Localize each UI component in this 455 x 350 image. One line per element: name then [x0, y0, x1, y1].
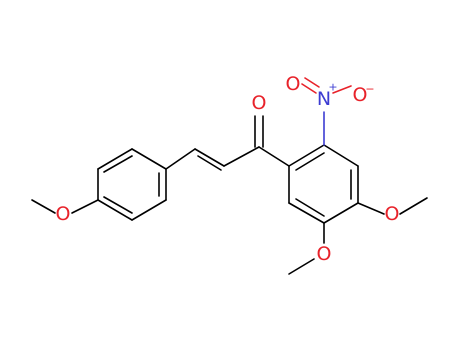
left-ring-bond-3: [131, 148, 167, 170]
right-ring-bond-1: [288, 144, 325, 167]
nitro-group: N + O O −: [286, 73, 375, 146]
right-ring-inner-bond-1: [295, 152, 325, 171]
alkene-bond-inner: [197, 155, 222, 171]
bond-o-right-to-methyl: [399, 197, 428, 215]
bond-o-bottom-to-methyl: [288, 258, 315, 275]
oxygen-label-methoxy-right: O: [385, 203, 400, 225]
right-ring-bond-5: [288, 202, 325, 224]
right-benzene-ring: [288, 144, 359, 224]
enone-linker: [165, 146, 290, 171]
left-ring-inner-bond-1: [103, 155, 133, 173]
left-ring-bond-6: [97, 199, 133, 221]
oxygen-label-methoxy-bottom: O: [317, 243, 332, 265]
bond-alkene-to-carbonyl: [223, 146, 260, 167]
bond-methyl-o-left: [31, 199, 56, 214]
left-benzene-ring: [97, 148, 167, 221]
alkene-bond-outer: [194, 148, 225, 167]
left-ring-bond-2: [97, 148, 133, 170]
oxygen-label-nitro-left: O: [286, 73, 301, 95]
nitrogen-positive-charge: +: [328, 81, 337, 94]
right-ring-inner-bond-3: [295, 198, 325, 217]
oxygen-negative-charge: −: [365, 83, 374, 96]
bond-o-left-ring: [71, 199, 99, 214]
nitro-double-bond-inner: [304, 77, 320, 88]
right-ring-bond-4: [323, 202, 359, 224]
left-ring-inner-bond-3: [103, 196, 133, 214]
bond-ring-to-o-right: [357, 202, 385, 215]
oxygen-label-methoxy-left: O: [56, 203, 71, 225]
nitro-double-bond-outer: [301, 83, 317, 94]
oxygen-label-nitro-right: O: [353, 84, 368, 106]
right-ring-bond-2: [323, 144, 359, 167]
bond-ring-to-alkene: [165, 148, 196, 170]
left-methoxy-group: O: [31, 199, 99, 225]
nitrogen-label-nitro: N: [317, 88, 331, 110]
right-methoxy-group: O: [357, 197, 428, 225]
bond-carbonyl-to-ring: [258, 146, 290, 167]
bottom-methoxy-group: O: [288, 222, 332, 275]
carbonyl-group: O: [252, 92, 267, 148]
oxygen-label-carbonyl: O: [252, 92, 267, 114]
nitro-single-bond: [332, 85, 352, 94]
left-ring-bond-5: [131, 199, 167, 221]
